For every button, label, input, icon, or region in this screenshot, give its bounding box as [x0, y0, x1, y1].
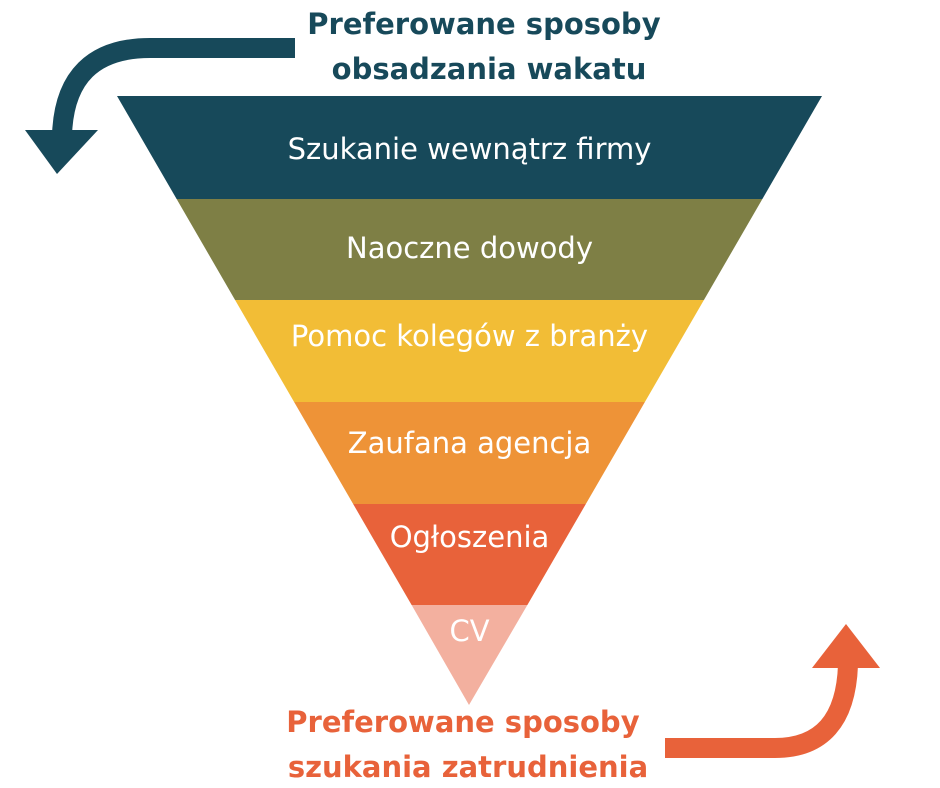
bottom-heading: Preferowane sposoby szukania zatrudnieni… [286, 705, 649, 784]
bottom-heading-line1: Preferowane sposoby [286, 705, 639, 739]
curved-arrow-up-right-icon [665, 624, 880, 758]
pyramid-layer-5 [353, 504, 586, 605]
pyramid-layer-1 [117, 96, 822, 199]
pyramid-layer-2 [176, 199, 763, 300]
pyramid-layer-label-1: Szukanie wewnątrz firmy [288, 132, 652, 166]
pyramid-layer-3 [235, 300, 704, 402]
pyramid-layer-label-5: Ogłoszenia [390, 520, 550, 554]
pyramid-layer-label-4: Zaufana agencja [348, 426, 592, 460]
curved-arrow-down-left-icon [25, 38, 295, 174]
pyramid-layer-label-3: Pomoc kolegów z branży [291, 319, 648, 353]
top-heading-line1: Preferowane sposoby [307, 7, 660, 41]
pyramid-layer-6 [411, 605, 528, 705]
pyramid-layer-label-2: Naoczne dowody [346, 231, 593, 265]
pyramid-layer-4 [294, 402, 645, 504]
bottom-heading-line2: szukania zatrudnienia [288, 750, 648, 784]
top-heading-line2: obsadzania wakatu [332, 52, 647, 86]
top-heading: Preferowane sposoby obsadzania wakatu [307, 7, 670, 86]
pyramid-layer-label-6: CV [449, 614, 489, 648]
